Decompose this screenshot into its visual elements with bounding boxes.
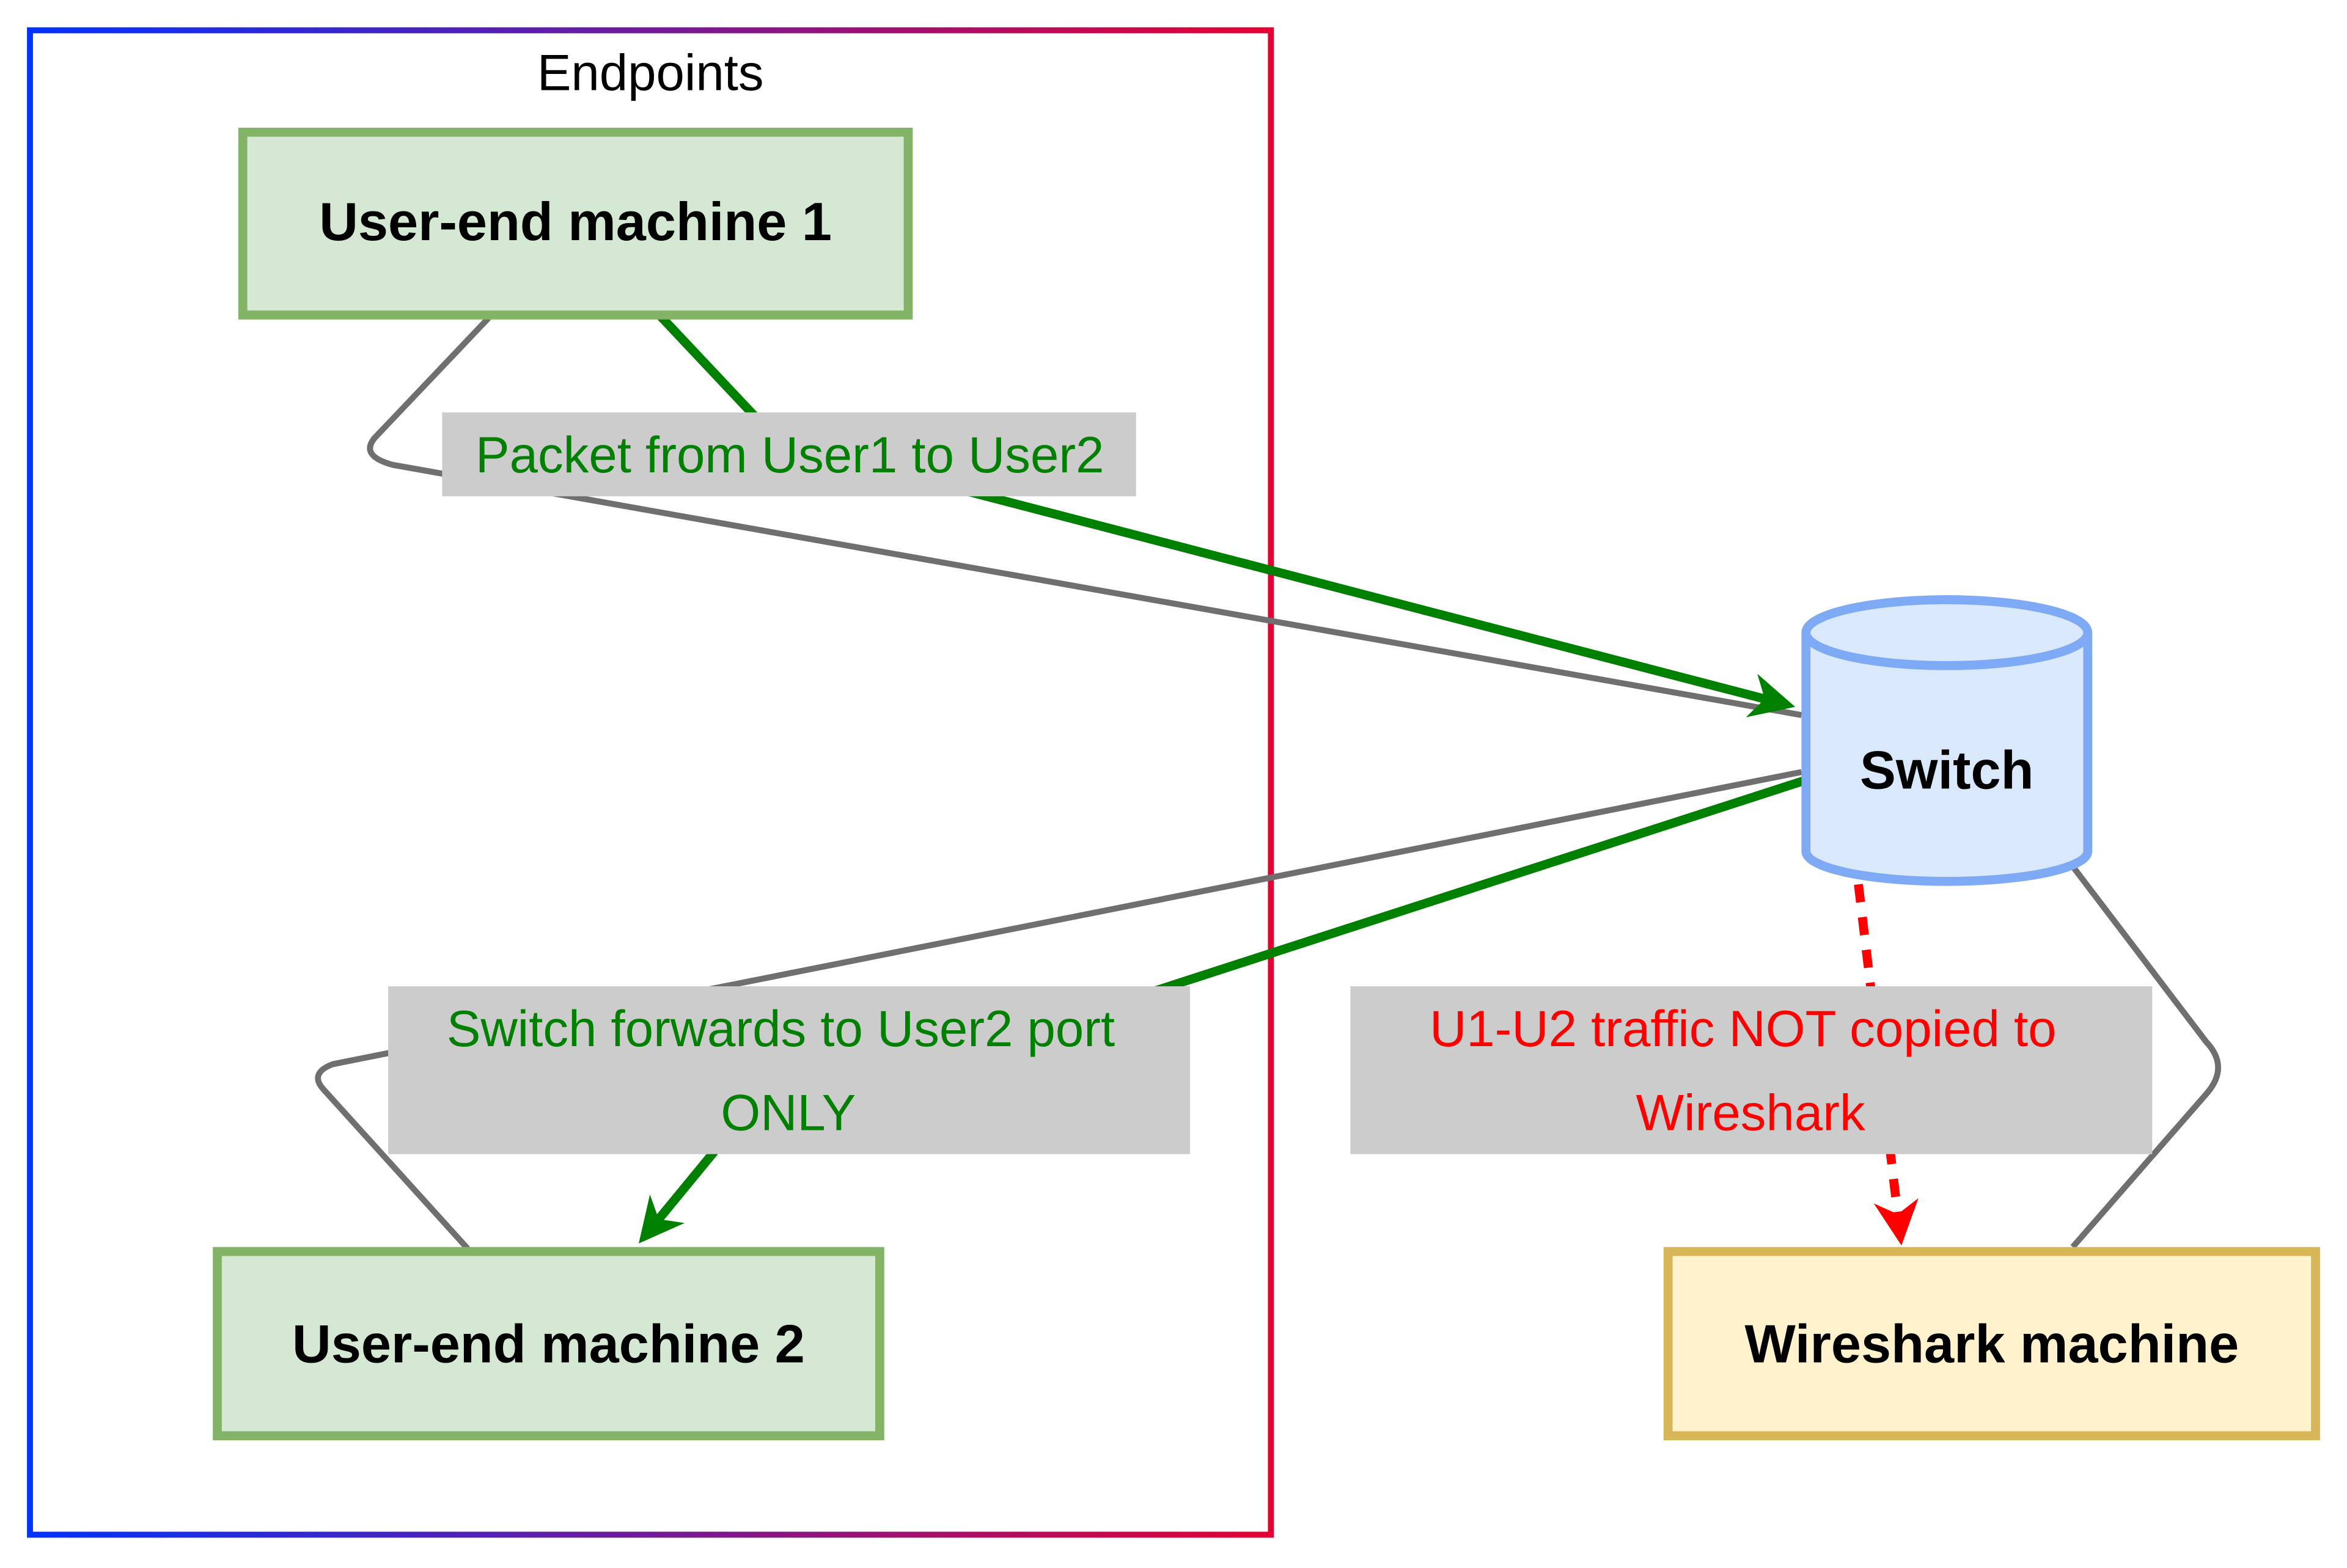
endpoints-group-label: Endpoints xyxy=(537,45,764,101)
forward-label-line2: ONLY xyxy=(721,1084,856,1141)
user-machine-1: User-end machine 1 xyxy=(238,127,913,320)
link-switch-user2 xyxy=(315,769,1802,1251)
not-copied-label-line2: Wireshark xyxy=(1636,1084,1865,1141)
wireshark-machine-label: Wireshark machine xyxy=(1745,1314,2239,1374)
link-user1-switch xyxy=(367,316,1802,719)
endpoints-group xyxy=(27,27,1274,1538)
packet-label-text: Packet from User1 to User2 xyxy=(476,427,1104,483)
user-machine-2: User-end machine 2 xyxy=(213,1247,884,1441)
forward-label-line1: Switch forwards to User2 port xyxy=(447,1000,1115,1057)
wireshark-machine: Wireshark machine xyxy=(1663,1247,2320,1441)
link-switch-wireshark xyxy=(2070,864,2221,1249)
packet-label: Packet from User1 to User2 xyxy=(442,412,1136,497)
not-copied-label: U1-U2 traffic NOT copied to Wireshark xyxy=(1350,986,2153,1154)
forward-label: Switch forwards to User2 port ONLY xyxy=(388,986,1190,1154)
switch-label: Switch xyxy=(1860,739,2033,800)
packet-arrow xyxy=(656,312,1796,717)
user-machine-2-label: User-end machine 2 xyxy=(292,1314,805,1374)
user-machine-1-label: User-end machine 1 xyxy=(319,191,832,252)
not-copied-label-line1: U1-U2 traffic NOT copied to xyxy=(1430,1000,2056,1057)
switch-cylinder-top xyxy=(1801,595,2093,670)
switch-node: Switch xyxy=(1801,595,2093,886)
switch-cylinder-body xyxy=(1801,632,2093,886)
